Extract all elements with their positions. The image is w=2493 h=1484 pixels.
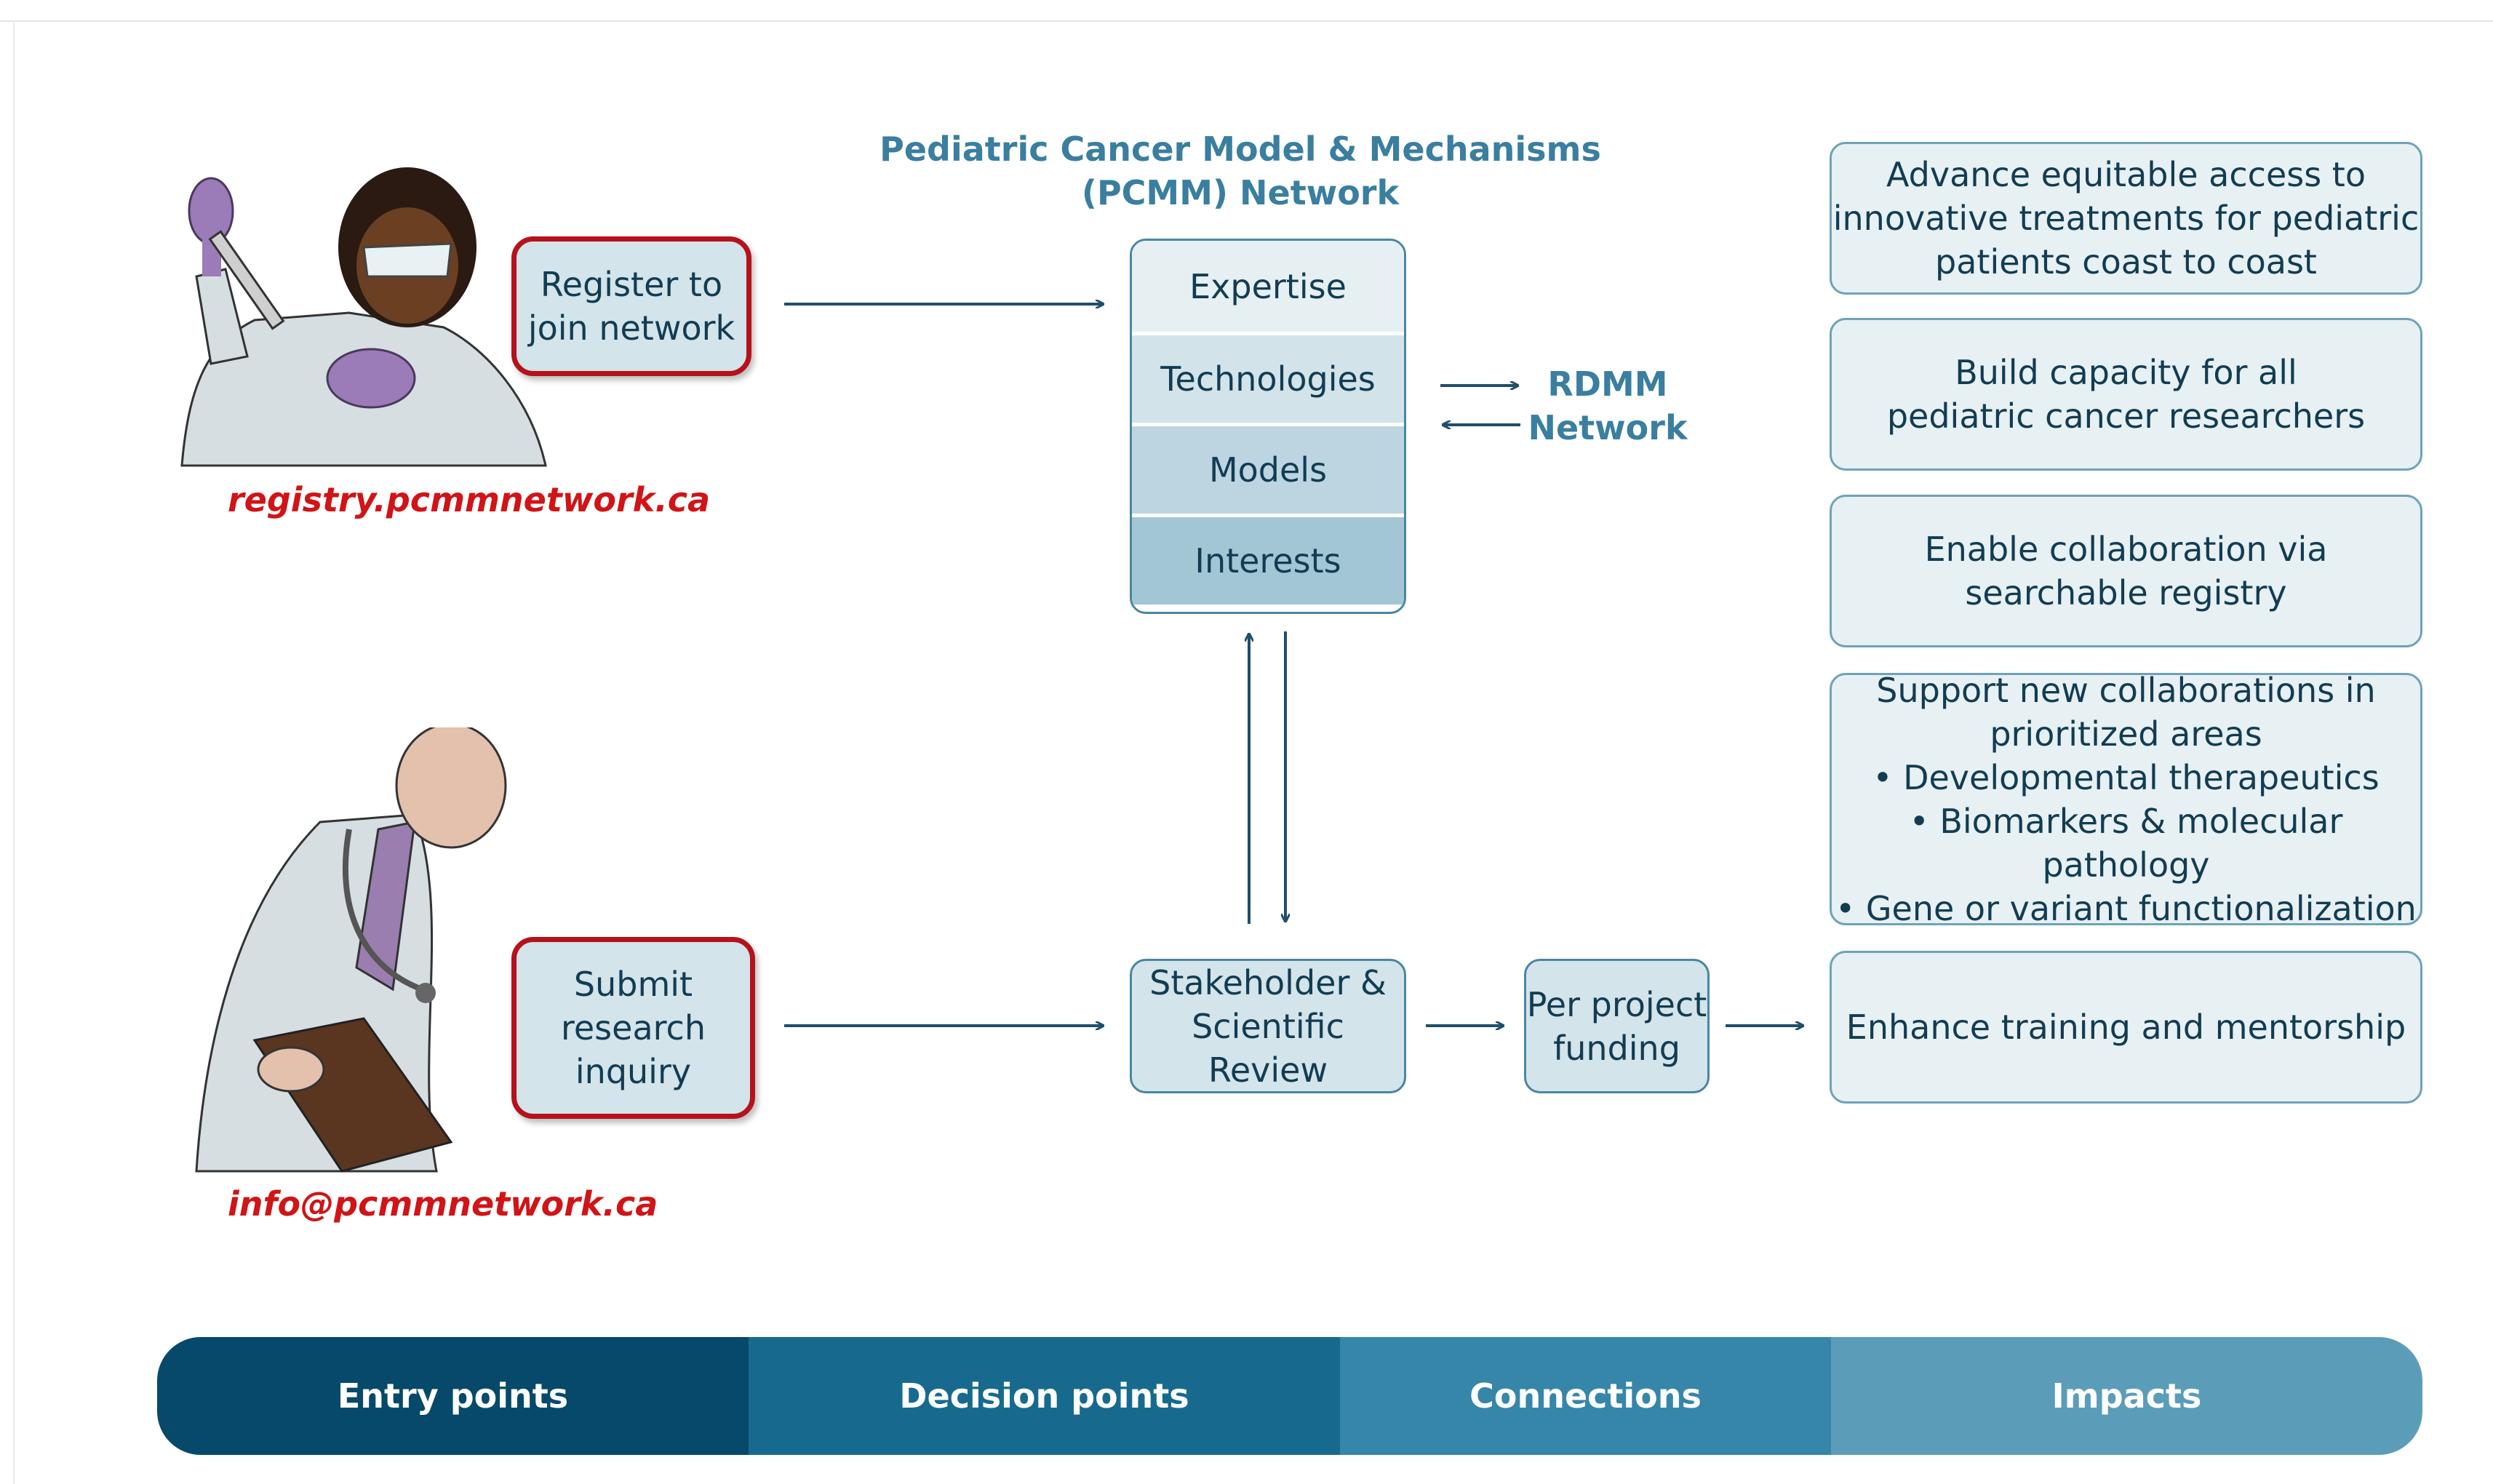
layer-expertise: Expertise [1132,241,1404,332]
funding-line-1: Per project [1526,984,1707,1024]
network-title: Pediatric Cancer Model & Mechanisms (PCM… [862,127,1619,215]
band-impacts: Impacts [1831,1337,2422,1455]
band-entry-points-label: Entry points [337,1376,569,1416]
impact-training-mentorship: Enhance training and mentorship [1830,951,2422,1104]
network-title-line-2: (PCMM) Network [1081,173,1400,212]
stage-band: Entry points Decision points Connections… [157,1337,2422,1455]
band-impacts-label: Impacts [2051,1376,2202,1416]
registry-link[interactable]: registry.pcmmnetwork.ca [228,480,711,519]
doctor-clipboard-illustration [195,727,507,1173]
stakeholder-review-box: Stakeholder & Scientific Review [1130,959,1406,1093]
impact-equitable-access: Advance equitable access to innovative t… [1830,142,2422,295]
layer-interests: Interests [1132,514,1404,605]
network-stack: Expertise Technologies Models Interests [1130,239,1406,614]
inquiry-line-2: research [560,1008,706,1048]
inquiry-line-3: inquiry [575,1052,692,1091]
per-project-funding-box: Per project funding [1524,959,1710,1093]
register-line-1: Register to [540,265,723,304]
register-network-box[interactable]: Register to join network [511,236,751,376]
impact-build-capacity: Build capacity for all pediatric cancer … [1830,318,2422,471]
review-line-2: Scientific Review [1192,1006,1344,1090]
rdmm-line-1: RDMM [1547,364,1668,404]
frame-top-rule [0,20,2493,22]
band-decision-points-label: Decision points [899,1376,1189,1416]
band-connections-label: Connections [1469,1376,1702,1416]
band-decision-points: Decision points [749,1337,1340,1455]
inquiry-line-1: Submit [573,965,693,1004]
band-connections: Connections [1340,1337,1831,1455]
layer-models: Models [1132,423,1404,514]
rdmm-network-label: RDMM Network [1528,362,1688,450]
info-email-link[interactable]: info@pcmmnetwork.ca [228,1184,658,1224]
funding-line-2: funding [1553,1028,1680,1068]
register-line-2: join network [527,308,735,348]
network-title-line-1: Pediatric Cancer Model & Mechanisms [879,129,1601,169]
band-entry-points: Entry points [157,1337,749,1455]
layer-technologies: Technologies [1132,332,1404,423]
impact-new-collaborations: Support new collaborations in prioritize… [1830,671,2422,928]
rdmm-line-2: Network [1528,408,1688,447]
frame-left-rule [13,20,15,1484]
review-line-1: Stakeholder & [1149,962,1387,1002]
scientist-pipette-illustration [180,167,547,467]
impact-enable-collaboration: Enable collaboration via searchable regi… [1830,495,2422,647]
submit-inquiry-box[interactable]: Submit research inquiry [511,937,755,1119]
